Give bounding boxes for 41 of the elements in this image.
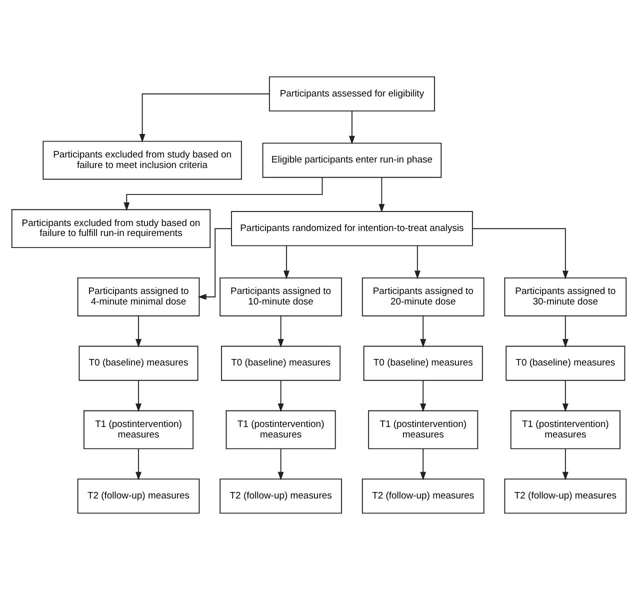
arrow [472, 228, 568, 279]
node-box: Eligible participants enter run-in phase [262, 142, 442, 178]
node-box: T0 (baseline) measures [78, 345, 198, 380]
arrow [198, 228, 232, 300]
node-box: Participants assigned to 10-minute dose [220, 276, 342, 316]
node-box: T1 (postintervention) measures [226, 410, 336, 449]
node-box: T1 (postintervention) measures [510, 410, 620, 449]
arrow [378, 176, 385, 212]
node-box: T2 (follow-up) measures [77, 478, 200, 514]
arrow [278, 379, 284, 412]
arrow [139, 92, 270, 142]
arrow [348, 110, 355, 144]
arrow [124, 176, 323, 210]
node-box: Participants assigned to 30-minute dose [504, 276, 627, 316]
node-box: Participants excluded from study based on failure to meet inclusion criteria [42, 140, 242, 180]
arrow [420, 315, 426, 348]
node-box: Participants randomized for intention-to-treat analysis [231, 210, 473, 246]
arrow [420, 448, 426, 480]
node-box: T2 (follow-up) measures [220, 478, 342, 514]
node-box: T0 (baseline) measures [506, 345, 626, 380]
arrow [136, 379, 142, 412]
arrow [562, 448, 568, 480]
node-box: T2 (follow-up) measures [504, 478, 627, 514]
arrow [562, 315, 568, 348]
node-box: Participants assigned to 20-minute dose [362, 276, 484, 316]
node-box: Participants assessed for eligibility [268, 76, 435, 111]
node-box: Participants assigned to 4-minute minimal dose [77, 276, 200, 316]
node-box: T1 (postintervention) measures [368, 410, 478, 449]
arrow [136, 448, 142, 480]
arrow [414, 244, 420, 279]
arrow [278, 448, 284, 480]
node-box: T0 (baseline) measures [363, 345, 483, 380]
node-box: Participants excluded from study based on failure to fulfill run-in requirements [11, 208, 211, 248]
arrow [420, 379, 426, 412]
node-box: T0 (baseline) measures [221, 345, 341, 380]
node-box: T1 (postintervention) measures [83, 410, 194, 449]
arrow [136, 315, 142, 348]
node-box: T2 (follow-up) measures [362, 478, 484, 514]
arrow [284, 244, 290, 279]
arrow [562, 379, 568, 412]
arrow [278, 315, 284, 348]
